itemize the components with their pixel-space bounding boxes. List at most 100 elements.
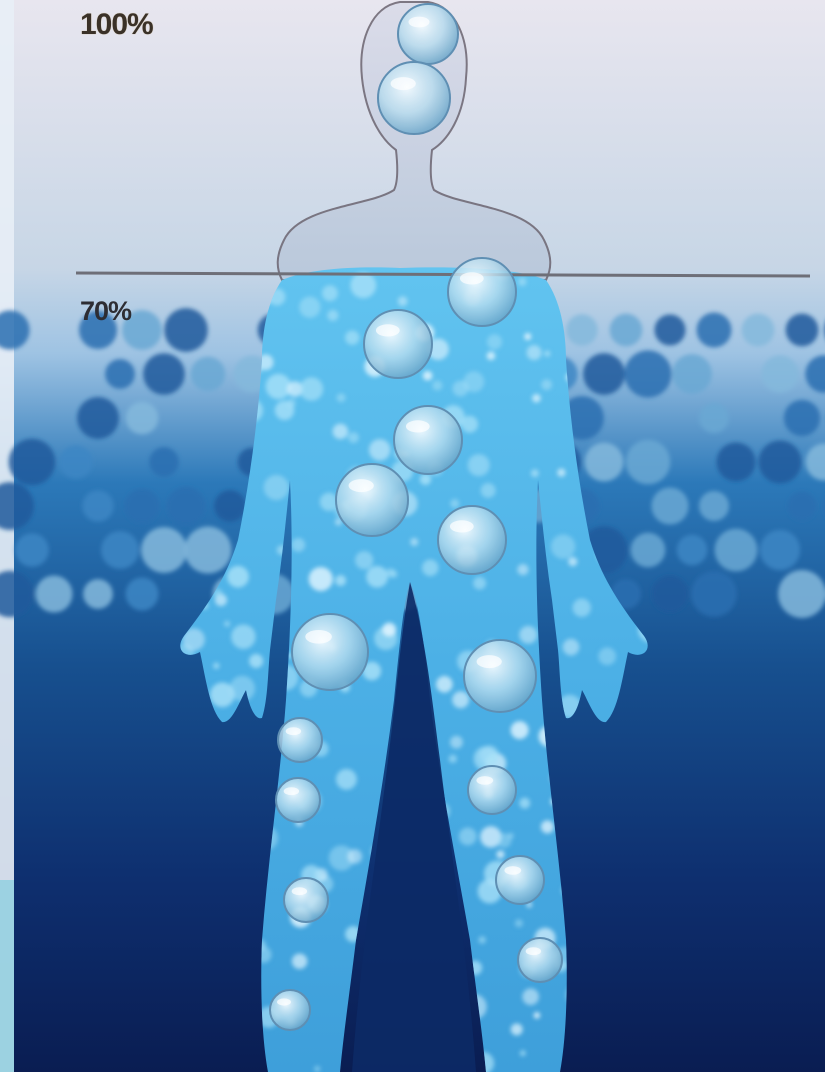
full-level-label: 100% <box>80 8 153 42</box>
water-speckle <box>432 380 442 390</box>
dot <box>59 445 92 478</box>
water-speckle <box>534 1012 541 1019</box>
bubble-highlight <box>284 787 299 795</box>
dot <box>36 576 73 613</box>
bubble <box>336 464 408 536</box>
water-speckle <box>210 682 235 707</box>
bubble-highlight <box>376 324 400 336</box>
water-speckle <box>314 1066 320 1072</box>
water-speckle <box>452 381 468 397</box>
water-speckle <box>420 474 431 485</box>
water-speckle <box>557 468 565 476</box>
water-speckle <box>519 798 530 809</box>
water-speckle <box>337 393 346 402</box>
water-speckle <box>287 399 296 408</box>
water-speckle <box>461 416 478 433</box>
water-speckle <box>511 721 529 739</box>
bubble-highlight <box>286 727 301 735</box>
dot <box>626 440 671 485</box>
water-speckle <box>299 297 320 318</box>
water-speckle <box>541 379 552 390</box>
water-speckle <box>231 624 256 649</box>
water-speckle <box>345 330 359 344</box>
dot <box>677 535 707 565</box>
water-speckle <box>551 534 576 559</box>
bubble <box>270 990 310 1030</box>
water-speckle <box>497 833 512 848</box>
dot <box>149 447 179 477</box>
water-speckle <box>517 564 528 575</box>
water-level-label: 70% <box>80 296 131 327</box>
dot <box>101 531 139 569</box>
dot <box>699 403 729 433</box>
dot <box>9 439 56 486</box>
dot <box>77 397 119 439</box>
water-speckle <box>520 1050 526 1056</box>
bubble <box>398 4 458 64</box>
bubble-highlight <box>277 998 291 1005</box>
dot <box>651 487 688 524</box>
dot <box>784 400 820 436</box>
water-speckle <box>519 626 537 644</box>
bubble-highlight <box>391 77 416 90</box>
water-speckle <box>322 285 338 301</box>
water-speckle <box>422 560 439 577</box>
dot <box>631 533 666 568</box>
water-speckle <box>515 919 523 927</box>
dot <box>167 487 205 525</box>
dot <box>105 359 135 389</box>
water-speckle <box>333 424 349 440</box>
bubble-highlight <box>477 655 502 668</box>
dot <box>566 314 597 345</box>
water-speckle <box>478 936 486 944</box>
water-speckle <box>300 377 324 401</box>
water-speckle <box>292 953 308 969</box>
bubble-highlight <box>292 887 307 895</box>
dot <box>624 350 671 397</box>
dot <box>126 578 159 611</box>
water-speckle <box>348 432 359 443</box>
dot <box>715 529 758 572</box>
water-speckle <box>436 676 453 693</box>
bubble <box>394 406 462 474</box>
water-speckle <box>473 577 486 590</box>
bubble <box>284 878 328 922</box>
bubble-highlight <box>305 630 332 644</box>
water-speckle <box>452 691 469 708</box>
water-speckle <box>355 551 373 569</box>
water-speckle <box>511 1023 523 1035</box>
bubble <box>364 310 432 378</box>
bubble-highlight <box>450 520 474 532</box>
dot <box>699 491 729 521</box>
bubble <box>292 614 368 690</box>
water-speckle <box>544 350 550 356</box>
dot <box>191 357 225 391</box>
bubble <box>276 778 320 822</box>
dot <box>164 308 208 352</box>
dot <box>652 576 689 613</box>
water-speckle <box>386 568 395 577</box>
water-speckle <box>309 567 333 591</box>
dot <box>126 402 159 435</box>
dot <box>788 492 817 521</box>
bubble <box>468 766 516 814</box>
water-speckle <box>524 333 531 340</box>
water-speckle <box>369 439 391 461</box>
water-speckle <box>449 755 457 763</box>
water-speckle <box>327 310 338 321</box>
bubble-highlight <box>476 776 493 785</box>
water-speckle <box>518 277 527 286</box>
dot <box>583 353 625 395</box>
dot <box>141 527 187 573</box>
water-speckle <box>527 345 542 360</box>
bubble-highlight <box>406 420 430 432</box>
water-speckle <box>350 272 376 298</box>
dot <box>760 530 800 570</box>
dot <box>610 314 643 347</box>
water-speckle <box>450 499 459 508</box>
dot <box>761 355 798 392</box>
bubble-highlight <box>504 866 521 875</box>
water-speckle <box>532 394 541 403</box>
water-speckle <box>487 352 496 361</box>
dot <box>672 354 712 394</box>
